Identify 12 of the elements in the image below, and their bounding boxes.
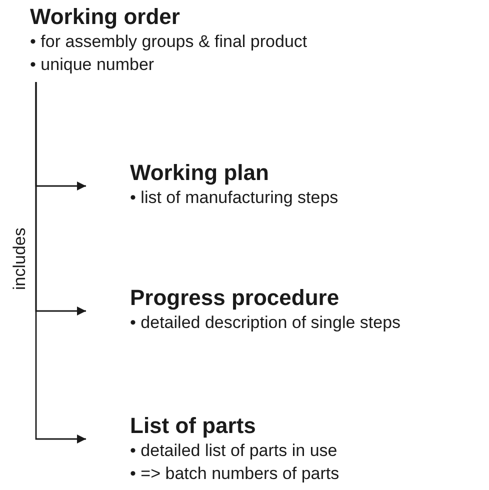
heading: Working plan [130, 160, 270, 186]
bullet-item: • detailed description of single steps [130, 312, 402, 334]
vertical-note: includes [10, 230, 30, 290]
heading: Progress procedure [130, 285, 340, 311]
bullet-item: • => batch numbers of parts [130, 463, 340, 485]
bullet-item: • unique number [30, 54, 156, 76]
bullet-item: • for assembly groups & final product [30, 31, 308, 53]
heading: Working order [30, 4, 181, 30]
bullet-item: • list of manufacturing steps [130, 187, 340, 209]
arrow [35, 82, 86, 444]
heading: List of parts [130, 413, 257, 439]
bullet-item: • detailed list of parts in use [130, 440, 338, 462]
